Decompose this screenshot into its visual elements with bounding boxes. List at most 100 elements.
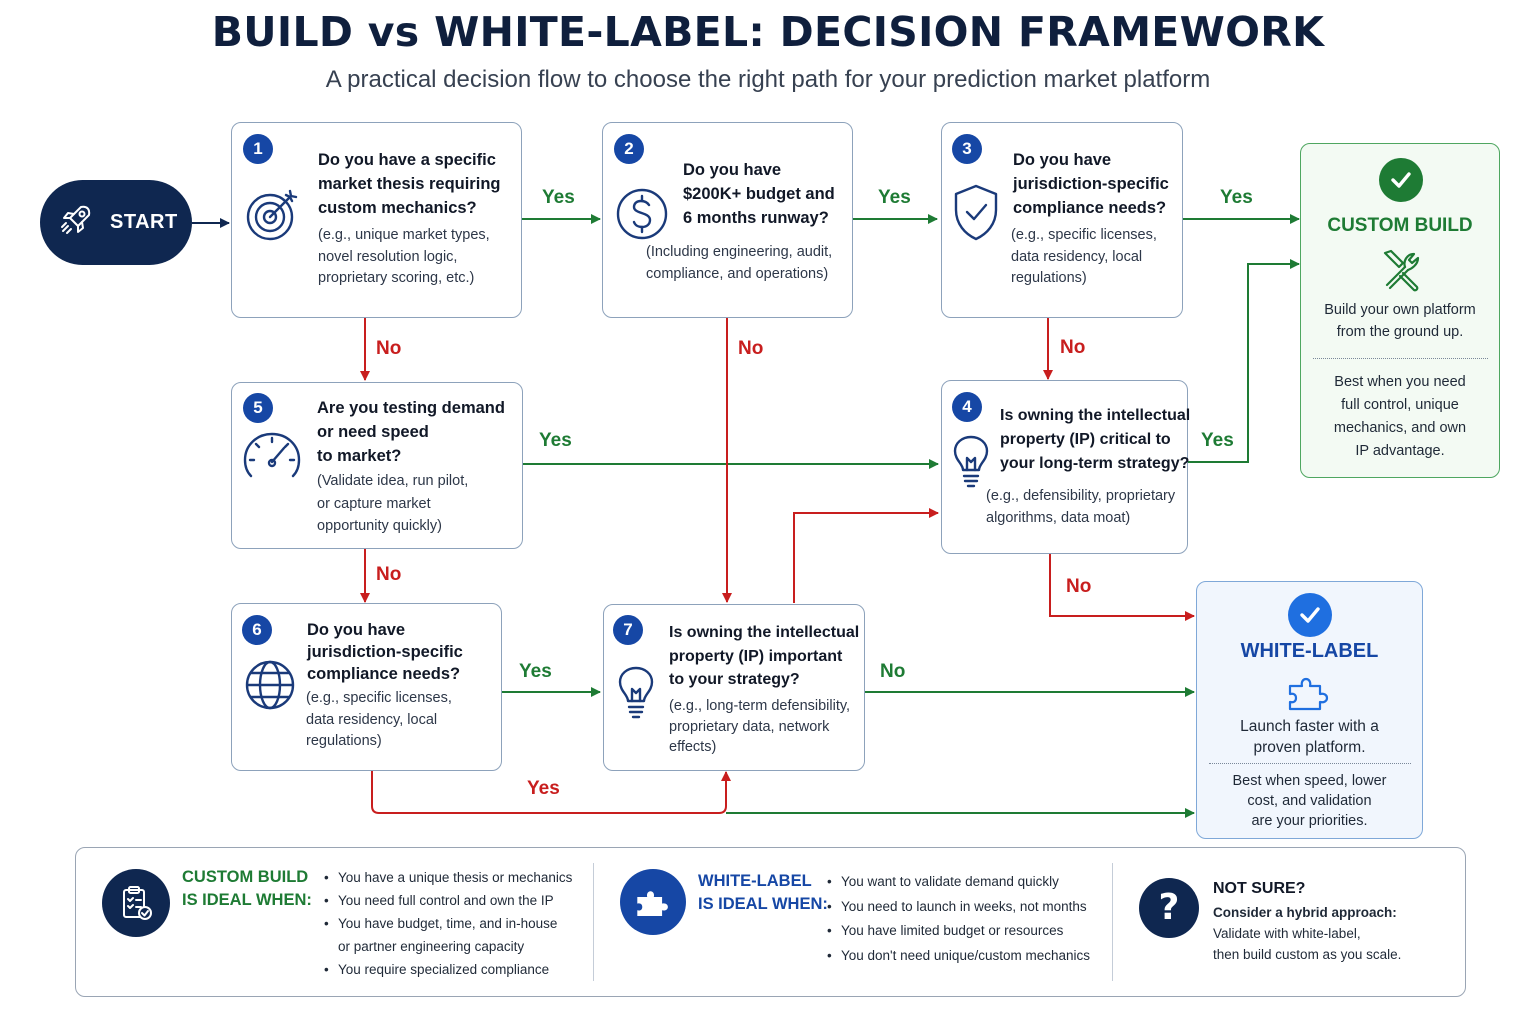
question-4-note-2: algorithms, data moat): [986, 509, 1131, 526]
arrow-q4-yes: [1188, 259, 1300, 463]
question-2-line-1: Do you have: [683, 161, 782, 179]
question-4-note-1: (e.g., defensibility, proprietary: [986, 488, 1176, 504]
label-q6-yes-loop: Yes: [527, 778, 560, 799]
question-3-line-2: jurisdiction-specific: [1013, 175, 1169, 193]
result-white-label: WHITE-LABEL Launch faster with a proven …: [1196, 581, 1423, 839]
question-5-line-3: to market?: [317, 447, 402, 465]
question-box-3: [941, 122, 1183, 318]
page-title: BUILD vs WHITE-LABEL: DECISION FRAMEWORK: [211, 8, 1325, 56]
not-sure-line-2: then build custom as you scale.: [1213, 946, 1402, 962]
question-1-note-2: novel resolution logic,: [318, 248, 458, 265]
custom-ideal-title-1: CUSTOM BUILD: [182, 868, 309, 886]
step-number-4: 4: [952, 392, 982, 422]
not-sure-line-1: Validate with white-label,: [1213, 926, 1361, 941]
question-6-note-1: (e.g., specific licenses,: [306, 690, 452, 706]
list-item: You need to launch in weeks, not months: [827, 895, 1090, 920]
target-icon: [244, 187, 300, 248]
step-number-2: 2: [614, 134, 644, 164]
question-icon: ?: [1139, 878, 1199, 938]
check-circle-icon: [1288, 593, 1332, 637]
arrow-q7-to-q4: [793, 508, 939, 603]
question-4-line-3: your long-term strategy?: [1000, 455, 1190, 472]
white-label-best-1: Best when speed, lower: [1232, 773, 1387, 789]
custom-build-desc-1: Build your own platform: [1324, 302, 1476, 318]
custom-build-desc-2: from the ground up.: [1336, 324, 1464, 340]
custom-build-best-3: mechanics, and own: [1333, 420, 1467, 436]
tools-icon: [1379, 247, 1425, 298]
label-q5-no: No: [376, 564, 402, 585]
question-2-note-1: (Including engineering, audit,: [646, 244, 833, 260]
question-4-line-1: Is owning the intellectual: [1000, 407, 1191, 424]
list-item: You want to validate demand quickly: [827, 870, 1090, 895]
white-label-title: WHITE-LABEL: [1240, 640, 1379, 662]
label-q2-no: No: [738, 338, 764, 359]
step-number-1: 1: [243, 134, 273, 164]
custom-build-best-1: Best when you need: [1334, 374, 1466, 390]
question-7-note-2: proprietary data, network: [669, 718, 830, 735]
question-3-note-1: (e.g., specific licenses,: [1011, 227, 1157, 243]
question-5-note-3: opportunity quickly): [317, 518, 442, 534]
white-label-best-3: are your priorities.: [1251, 813, 1368, 829]
question-6-line-2: jurisdiction-specific: [307, 643, 463, 661]
question-5-note-2: or capture market: [317, 495, 431, 512]
label-q6-yes: Yes: [519, 661, 552, 682]
label-q2-yes: Yes: [878, 187, 911, 208]
whitelabel-ideal-title-2: IS IDEAL WHEN:: [698, 895, 828, 913]
question-box-7: [603, 604, 865, 771]
whitelabel-ideal-list: You want to validate demand quickly You …: [827, 870, 1090, 968]
divider: [1209, 763, 1411, 764]
custom-build-title: CUSTOM BUILD: [1327, 215, 1473, 236]
list-item: You have budget, time, and in-house: [324, 912, 572, 935]
question-6-note-3: regulations): [306, 733, 382, 749]
question-2-line-2: $200K+ budget and: [683, 185, 835, 203]
custom-ideal-list: You have a unique thesis or mechanics Yo…: [324, 866, 572, 981]
custom-build-best-4: IP advantage.: [1355, 443, 1445, 459]
list-item: or partner engineering capacity: [338, 939, 525, 954]
speedometer-icon: [242, 430, 302, 489]
step-number-7: 7: [613, 615, 643, 645]
question-box-6: [231, 603, 502, 771]
question-5-note-1: (Validate idea, run pilot,: [317, 473, 469, 489]
step-number-6: 6: [242, 615, 272, 645]
start-node: START: [40, 180, 192, 265]
check-circle-icon: [1379, 158, 1423, 202]
start-label: START: [110, 211, 178, 233]
question-7-note-1: (e.g., long-term defensibility,: [669, 698, 851, 714]
divider: [593, 863, 594, 981]
lightbulb-icon: [616, 665, 656, 726]
dollar-icon: [614, 186, 670, 247]
custom-build-best-2: full control, unique: [1341, 397, 1459, 413]
question-6-line-3: compliance needs?: [307, 665, 461, 683]
question-7-line-3: to your strategy?: [669, 671, 800, 688]
step-number-5: 5: [243, 393, 273, 423]
label-q1-no: No: [376, 338, 402, 359]
question-box-4: [941, 380, 1188, 554]
question-3-line-1: Do you have: [1013, 151, 1112, 169]
white-label-desc-1: Launch faster with a: [1240, 718, 1379, 735]
question-box-1: [231, 122, 522, 318]
white-label-desc-2: proven platform.: [1253, 739, 1366, 756]
question-3-line-3: compliance needs?: [1013, 199, 1167, 217]
page-subtitle: A practical decision flow to choose the …: [325, 66, 1211, 93]
question-6-line-1: Do you have: [307, 621, 406, 639]
divider: [1313, 358, 1488, 359]
question-1-line-2: market thesis requiring: [318, 175, 501, 193]
puzzle-icon: [1286, 672, 1332, 717]
clipboard-check-icon: [102, 869, 170, 937]
question-box-2: [602, 122, 853, 318]
shield-check-icon: [951, 182, 1001, 247]
label-q4-no: No: [1066, 576, 1092, 597]
arrow-q4-no: [1049, 554, 1195, 621]
divider: [1112, 863, 1113, 981]
not-sure-title: NOT SURE?: [1213, 880, 1306, 897]
question-1-line-3: custom mechanics?: [318, 199, 477, 217]
label-q1-yes: Yes: [542, 187, 575, 208]
question-2-line-3: 6 months runway?: [683, 209, 829, 227]
question-5-line-1: Are you testing demand: [317, 399, 505, 417]
label-q3-no: No: [1060, 337, 1086, 358]
question-3-note-2: data residency, local: [1011, 248, 1143, 265]
result-custom-build: CUSTOM BUILD Build your own platform fro…: [1300, 143, 1500, 478]
question-1-line-1: Do you have a specific: [318, 151, 496, 169]
list-item: You require specialized compliance: [324, 958, 572, 981]
